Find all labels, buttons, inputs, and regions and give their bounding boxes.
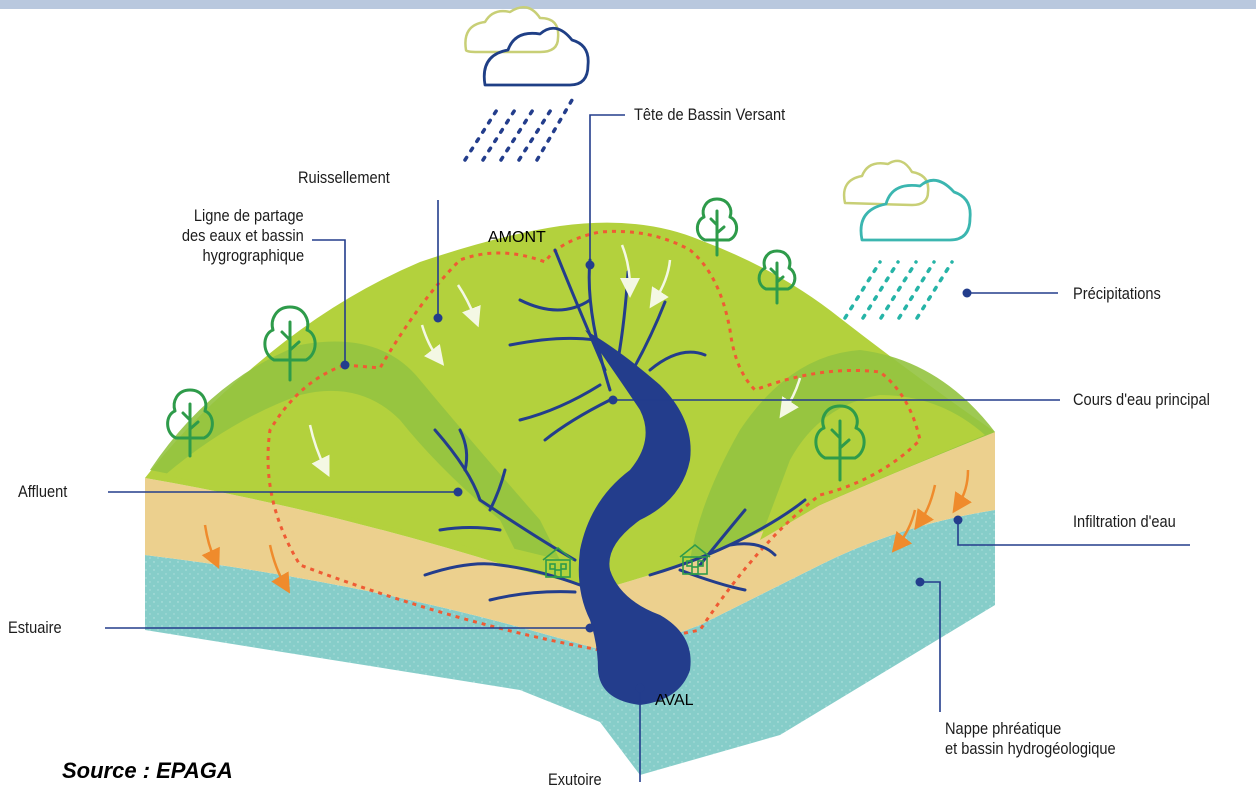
aquifer-layer xyxy=(145,510,995,775)
flow-arrow-icon xyxy=(268,544,291,594)
flow-arrow-icon xyxy=(649,259,672,309)
label-nappe-2: et bassin hydrogéologique xyxy=(945,739,1116,758)
top-bar xyxy=(0,0,1256,9)
flow-arrow-icon xyxy=(619,244,640,298)
label-nappe-1: Nappe phréatique xyxy=(945,719,1062,738)
flow-arrow-icon xyxy=(914,484,937,531)
leader-dots xyxy=(340,260,972,693)
runoff-arrows xyxy=(308,244,802,477)
flow-arrow-icon xyxy=(420,324,445,366)
label-affluent: Affluent xyxy=(18,482,68,501)
flow-arrow-icon xyxy=(308,424,330,477)
label-estuaire: Estuaire xyxy=(8,618,62,637)
cloud-icon xyxy=(464,5,560,54)
house-icon xyxy=(679,543,711,575)
flow-arrow-icon xyxy=(952,469,972,514)
hill-main xyxy=(145,222,995,590)
label-ruissellement: Ruissellement xyxy=(298,168,390,187)
label-cours-eau-principal: Cours d'eau principal xyxy=(1073,390,1210,409)
cloud-icon xyxy=(842,159,930,207)
source-caption: Source : EPAGA xyxy=(62,758,233,783)
tree-icon xyxy=(263,305,317,382)
label-precipitations: Précipitations xyxy=(1073,284,1161,303)
label-amont: AMONT xyxy=(488,229,546,246)
label-ligne-2: des eaux et bassin xyxy=(182,226,304,245)
label-ligne-3: hygrographique xyxy=(202,246,304,265)
rain-icon xyxy=(463,98,574,162)
watershed-divide-line xyxy=(266,229,922,652)
label-ligne-1: Ligne de partage xyxy=(194,206,304,225)
tree-icon xyxy=(757,249,797,305)
main-river xyxy=(578,330,691,705)
label-exutoire: Exutoire xyxy=(548,770,602,789)
leader-lines xyxy=(105,114,1190,782)
tree-icon xyxy=(166,388,214,458)
label-tete-bassin-versant: Tête de Bassin Versant xyxy=(634,105,786,124)
label-infiltration: Infiltration d'eau xyxy=(1073,512,1176,531)
cloud-icon xyxy=(859,178,972,242)
cloud-icon xyxy=(482,26,590,87)
infiltration-arrows xyxy=(201,469,972,594)
flow-arrow-icon xyxy=(891,509,917,553)
house-icon xyxy=(542,546,574,578)
tree-icon xyxy=(695,197,739,257)
flow-arrow-icon xyxy=(456,284,481,328)
flow-arrow-icon xyxy=(779,377,802,419)
label-aval: AVAL xyxy=(655,692,694,709)
flow-arrow-icon xyxy=(201,524,220,570)
tree-icon xyxy=(814,404,866,482)
soil-layer xyxy=(145,432,995,655)
rain-icon xyxy=(843,260,954,320)
